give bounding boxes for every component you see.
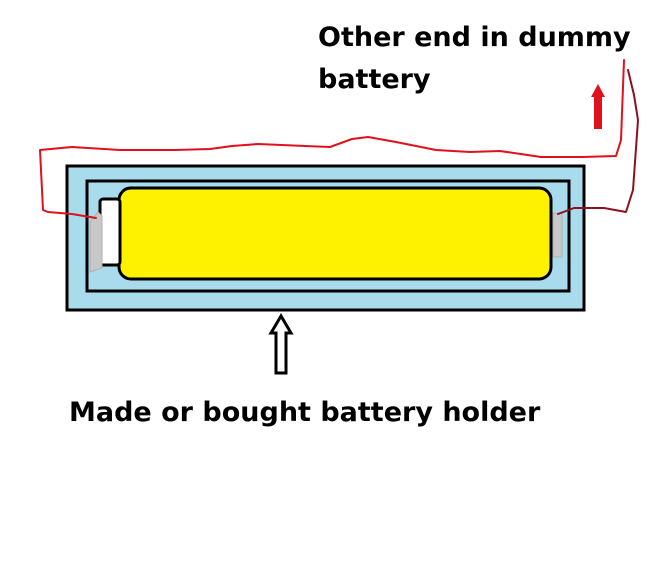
dark-red-wire (557, 69, 639, 215)
red-wire (39, 59, 625, 219)
battery-positive-terminal (98, 197, 122, 267)
battery-body (117, 186, 553, 281)
battery-holder-label: Made or bought battery holder (69, 397, 541, 428)
up-arrow-red-icon (591, 84, 605, 129)
dummy-battery-label-line2: battery (318, 64, 431, 95)
left-contact (89, 211, 103, 273)
up-arrow-hollow-icon (268, 313, 294, 375)
dummy-battery-label-line1: Other end in dummy (318, 22, 631, 53)
right-contact (552, 212, 563, 258)
